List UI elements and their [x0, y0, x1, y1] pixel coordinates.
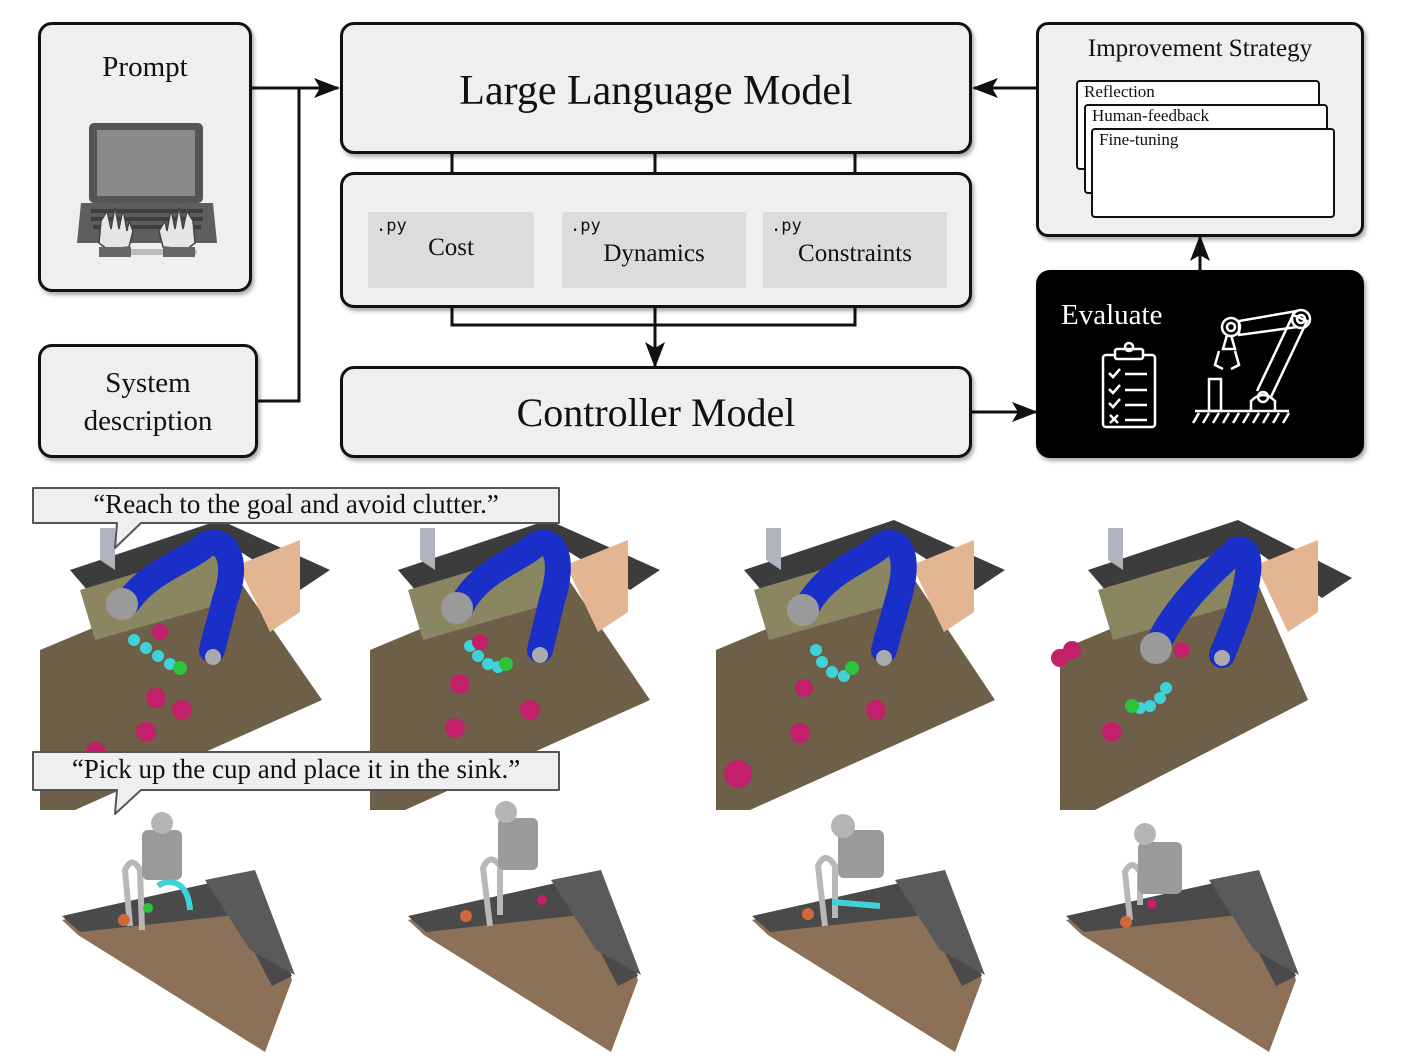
llm-box: Large Language Model — [340, 22, 972, 154]
prompt-box: Prompt — [38, 22, 252, 292]
sink-scene-4 — [1066, 823, 1299, 1052]
fine-tuning-card: Fine-tuning — [1091, 128, 1335, 218]
system-description-box: System description — [38, 344, 258, 458]
sink-scene-1 — [62, 812, 295, 1052]
constraints-file-name: Constraints — [798, 240, 912, 267]
evaluate-label: Evaluate — [1061, 299, 1163, 331]
reach-scene-2 — [370, 520, 660, 810]
generated-files-box: .py Cost .py Dynamics .py Constraints — [340, 172, 972, 308]
improvement-strategy-title: Improvement Strategy — [1087, 35, 1313, 62]
system-to-llm-line — [258, 88, 301, 403]
dynamics-file-ext: .py — [570, 216, 601, 236]
reach-scene-3 — [716, 520, 1005, 810]
controller-model-label: Controller Model — [516, 390, 796, 435]
reach-task-quote: “Reach to the goal and avoid clutter.” — [93, 489, 499, 519]
robot-arm-icon — [1191, 308, 1312, 424]
laptop-typing-icon — [77, 123, 217, 257]
system-description-line-2: description — [83, 405, 213, 437]
dynamics-file-name: Dynamics — [603, 240, 705, 267]
sink-task-bubble-shape — [32, 751, 560, 815]
constraints-file: .py Constraints — [763, 212, 947, 288]
cost-file-name: Cost — [428, 234, 474, 261]
reach-scene-4 — [1051, 520, 1352, 810]
sink-scene-3 — [752, 814, 985, 1052]
reflection-label: Reflection — [1084, 82, 1155, 101]
evaluate-box: Evaluate — [1036, 270, 1364, 458]
cost-file-ext: .py — [376, 216, 407, 236]
reach-task-bubble-shape — [32, 487, 560, 549]
reach-scene-1 — [40, 520, 330, 810]
constraints-file-ext: .py — [771, 216, 802, 236]
reach-task-bubble: “Reach to the goal and avoid clutter.” — [29, 484, 563, 554]
sink-scene-2 — [408, 801, 641, 1052]
human-feedback-label: Human-feedback — [1092, 106, 1210, 125]
fine-tuning-label: Fine-tuning — [1099, 130, 1179, 149]
sink-task-quote: “Pick up the cup and place it in the sin… — [71, 754, 521, 784]
dynamics-file: .py Dynamics — [562, 212, 746, 288]
cost-file: .py Cost — [368, 212, 534, 288]
controller-model-box: Controller Model — [340, 366, 972, 458]
clipboard-checklist-icon — [1101, 341, 1157, 429]
sink-task-bubble: “Pick up the cup and place it in the sin… — [29, 748, 563, 818]
improvement-strategy-box: Improvement Strategy Reflection Human-fe… — [1036, 22, 1364, 237]
llm-label: Large Language Model — [459, 68, 853, 114]
prompt-label: Prompt — [102, 51, 188, 83]
system-description-line-1: System — [105, 367, 191, 399]
